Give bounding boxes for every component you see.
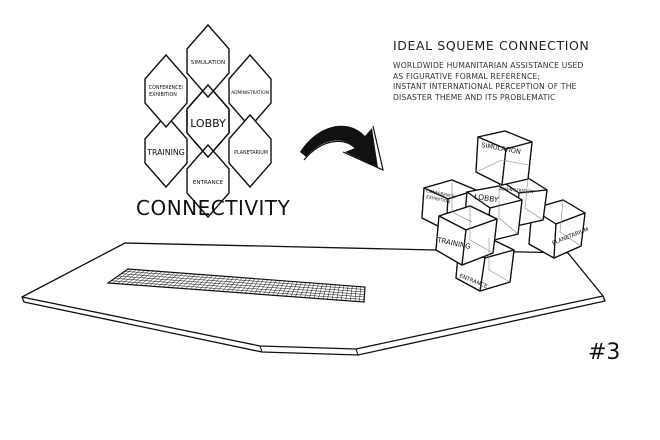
cube-label-lobby: LOBBY — [474, 192, 500, 204]
hex-planetarium — [228, 113, 272, 189]
hex-label-planetarium: PLANETARIUM — [234, 150, 268, 156]
hex-label-training: TRAINING — [146, 148, 185, 157]
hex-label-entrance: ENTRANCE — [193, 180, 224, 186]
cube-label-conference-1: CONFERENCE/ — [426, 188, 457, 199]
hex-label-lobby: LOBBY — [190, 117, 226, 130]
hex-entrance — [186, 143, 230, 219]
hex-simulation — [186, 23, 230, 99]
description-line-3: INSTANT INTERNATIONAL PERCEPTION OF THE — [393, 82, 577, 92]
description-line-4: DISASTER THEME AND ITS PROBLEMATIC — [393, 92, 556, 102]
cube-simulation — [475, 130, 533, 186]
cube-wireframe-lines — [451, 159, 582, 283]
hexagon-diagram — [144, 23, 272, 219]
cube-label-conference-2: EXHIBITION — [426, 194, 451, 204]
description-line-2: AS FIGURATIVE FORMAL REFERENCE; — [393, 71, 541, 81]
cube-cluster — [421, 130, 586, 292]
curved-arrow-icon — [300, 125, 384, 172]
hex-conference — [144, 53, 188, 129]
diagram-heading: IDEAL SQUEME CONNECTION — [393, 38, 590, 53]
hex-lobby-outline — [186, 83, 230, 159]
description-line-1: WORLDWIDE HUMANITARIAN ASSISTANCE USED — [393, 61, 584, 70]
page-number: #3 — [588, 340, 621, 365]
cube-label-administration: ADMINISTRATION — [499, 186, 534, 194]
cube-training — [435, 205, 498, 266]
hexagon-labels: LOBBY SIMULATION ADMINISTRATION PLANETAR… — [146, 60, 269, 186]
site-platform — [21, 242, 606, 356]
diagram-description: WORLDWIDE HUMANITARIAN ASSISTANCE USED A… — [393, 61, 633, 103]
site-grid — [106, 268, 366, 303]
hex-label-simulation: SIMULATION — [191, 60, 225, 66]
hex-label-conference-1: CONFERENCE/ — [149, 85, 184, 91]
hex-administration — [228, 53, 272, 129]
hex-label-administration: ADMINISTRATION — [231, 90, 269, 96]
grid-hatching — [111, 269, 365, 302]
hex-label-conference-2: EXHIBITION — [149, 92, 177, 98]
connectivity-caption: CONNECTIVITY — [136, 196, 291, 220]
